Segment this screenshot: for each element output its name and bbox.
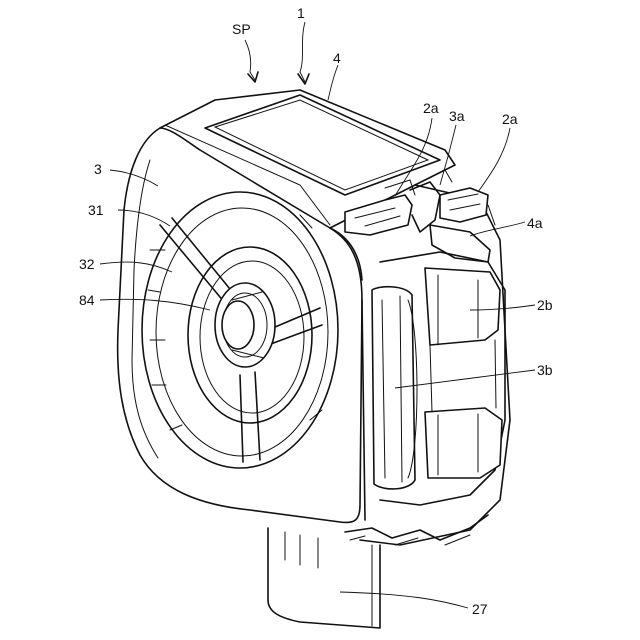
label-sp: SP	[232, 21, 251, 37]
label-84: 84	[79, 292, 95, 308]
label-2b: 2b	[537, 297, 553, 313]
bracket-2b	[380, 252, 505, 505]
label-3: 3	[94, 161, 102, 177]
label-2a-right: 2a	[502, 111, 518, 127]
label-2a-left: 2a	[423, 100, 439, 116]
label-3b: 3b	[537, 362, 553, 378]
label-31: 31	[88, 202, 104, 218]
bracket-3b	[372, 287, 417, 489]
label-3a: 3a	[449, 108, 465, 124]
clip-2a-left	[345, 180, 415, 235]
label-4: 4	[333, 50, 341, 66]
clip-2a-right	[440, 188, 488, 222]
label-27: 27	[472, 601, 488, 617]
label-4a: 4a	[527, 215, 543, 231]
label-32: 32	[79, 256, 95, 272]
center-cap-84	[215, 283, 275, 367]
label-1: 1	[297, 5, 305, 21]
connector-27	[268, 528, 380, 628]
leader-arrows	[248, 72, 309, 84]
